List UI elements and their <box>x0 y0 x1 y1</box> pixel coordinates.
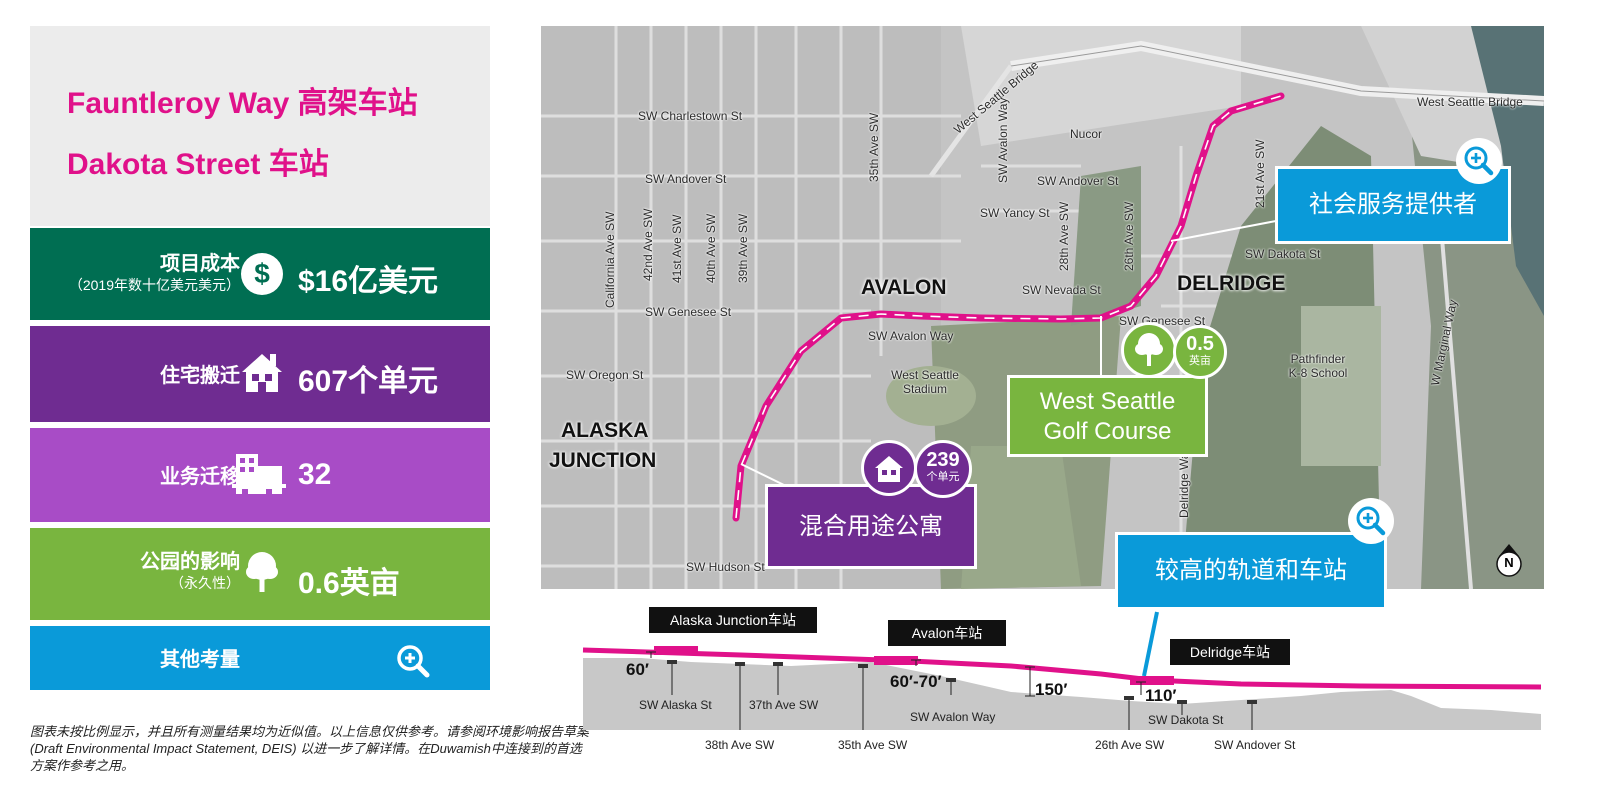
tree-icon <box>246 552 278 592</box>
street-label: SW Avalon Way <box>868 329 954 343</box>
street-label: 26th Ave SW <box>1122 201 1136 271</box>
zoom-in-icon[interactable] <box>1456 138 1502 184</box>
north-label: N <box>1504 555 1514 570</box>
street-label: SW Andover St <box>1037 174 1119 188</box>
height-60: 60′ <box>626 660 649 679</box>
stat-cost-value: $16亿美元 <box>298 265 439 298</box>
street-label: SW Charlestown St <box>638 109 743 123</box>
height-110: 110′ <box>1145 686 1177 705</box>
street-label: SW Nevada St <box>1022 283 1101 297</box>
neighborhood-alaska: ALASKA <box>561 419 649 442</box>
building-icon <box>232 454 286 494</box>
street-label: 28th Ave SW <box>1057 201 1071 271</box>
stat-park: 公园的影响 （永久性） 0.6英亩 <box>30 528 490 620</box>
route-map: SW Charlestown St SW Andover St SW Genes… <box>541 26 1544 589</box>
title-dakota: Dakota Street 车站 <box>67 148 329 181</box>
stat-business-label: 业务迁移 <box>160 466 240 488</box>
park-tree-badge <box>1121 322 1177 378</box>
street-label: SW Genesee St <box>645 305 732 319</box>
golf-course-line1: West Seattle <box>1039 388 1176 415</box>
golf-course-callout: West Seattle Golf Course <box>1007 375 1208 457</box>
units-badge: 239 个单元 <box>914 440 972 498</box>
street-label: 42nd Ave SW <box>641 208 655 282</box>
station-delridge: Delridge车站 <box>1170 639 1290 665</box>
cross-street-label: SW Avalon Way <box>910 710 996 724</box>
apartments-callout: 混合用途公寓 <box>765 484 977 569</box>
acres-unit: 英亩 <box>1189 355 1211 367</box>
street-label: 21st Ave SW <box>1253 139 1267 208</box>
zoom-in-icon[interactable] <box>1348 498 1394 544</box>
stat-cost-label: 项目成本 <box>160 253 240 275</box>
title-box: Fauntleroy Way 高架车站 Dakota Street 车站 <box>30 26 490 226</box>
apartments-house-badge <box>861 440 917 496</box>
street-label: SW Oregon St <box>566 368 644 382</box>
footnote: 图表未按比例显示，并且所有测量结果均为近似值。以上信息仅供参考。请参阅环境影响报… <box>30 724 590 773</box>
height-150: 150′ <box>1035 680 1068 699</box>
stat-cost: 项目成本 （2019年数十亿美元美元） $ $16亿美元 <box>30 228 490 320</box>
svg-text:$: $ <box>254 258 270 289</box>
house-icon <box>875 456 903 482</box>
stat-residential: 住宅搬迁 607个单元 <box>30 326 490 422</box>
street-label: Delridge Way <box>1177 446 1191 518</box>
acres-badge: 0.5 英亩 <box>1173 325 1227 379</box>
stat-park-label: 公园的影响 <box>140 551 240 573</box>
street-label: SW Andover St <box>645 172 727 186</box>
street-label: SW Avalon Way <box>996 97 1010 183</box>
stat-residential-value: 607个单元 <box>298 365 439 398</box>
street-label: West Seattle Bridge <box>1417 95 1523 109</box>
street-label: 41st Ave SW <box>670 214 684 283</box>
neighborhood-delridge: DELRIDGE <box>1177 272 1286 295</box>
zoom-in-icon[interactable] <box>396 644 430 678</box>
street-label: 39th Ave SW <box>736 213 750 283</box>
cross-street-label: 37th Ave SW <box>749 698 819 712</box>
units-unit: 个单元 <box>926 471 960 483</box>
height-60-70: 60′-70′ <box>890 672 942 691</box>
cross-street-label: SW Alaska St <box>639 698 712 712</box>
stat-park-sublabel: （永久性） <box>170 575 240 591</box>
house-icon <box>242 354 282 392</box>
cross-street-label: SW Andover St <box>1214 738 1296 752</box>
street-label: SW Hudson St <box>686 560 765 574</box>
tree-icon <box>1135 333 1163 366</box>
cross-street-label: 26th Ave SW <box>1095 738 1165 752</box>
street-label: SW Dakota St <box>1245 247 1321 261</box>
stat-business: 业务迁移 32 <box>30 428 490 522</box>
elevation-profile <box>582 611 1542 730</box>
place-label: Pathfinder K-8 School <box>1288 352 1348 380</box>
neighborhood-junction: JUNCTION <box>549 449 657 472</box>
acres-value: 0.5 <box>1186 333 1214 355</box>
street-label: 40th Ave SW <box>704 213 718 283</box>
elevated-track-callout: 较高的轨道和车站 <box>1115 532 1387 610</box>
station-alaska-junction: Alaska Junction车站 <box>649 607 817 633</box>
golf-course-line2: Golf Course <box>1043 418 1172 445</box>
stat-residential-label: 住宅搬迁 <box>160 365 240 387</box>
street-label: California Ave SW <box>603 211 617 309</box>
place-label: Nucor <box>1070 127 1103 141</box>
neighborhood-avalon: AVALON <box>861 276 947 299</box>
units-value: 239 <box>926 449 960 471</box>
street-label: 35th Ave SW <box>867 112 881 182</box>
title-fauntleroy: Fauntleroy Way 高架车站 <box>67 87 418 120</box>
north-arrow-icon: N <box>1495 542 1523 578</box>
cross-street-label: SW Dakota St <box>1148 713 1224 727</box>
map-background <box>541 26 1544 589</box>
street-label: SW Yancy St <box>980 206 1050 220</box>
dollar-icon: $ <box>241 253 283 295</box>
station-avalon: Avalon车站 <box>888 620 1006 646</box>
cross-street-label: 35th Ave SW <box>838 738 908 752</box>
stat-park-value: 0.6英亩 <box>298 567 400 600</box>
stat-other-label: 其他考量 <box>160 649 240 671</box>
place-label: West Seattle Stadium <box>891 368 959 396</box>
stat-other[interactable]: 其他考量 <box>30 626 490 690</box>
stat-cost-sublabel: （2019年数十亿美元美元） <box>68 277 240 293</box>
stat-business-value: 32 <box>298 458 332 491</box>
cross-street-label: 38th Ave SW <box>705 738 775 752</box>
